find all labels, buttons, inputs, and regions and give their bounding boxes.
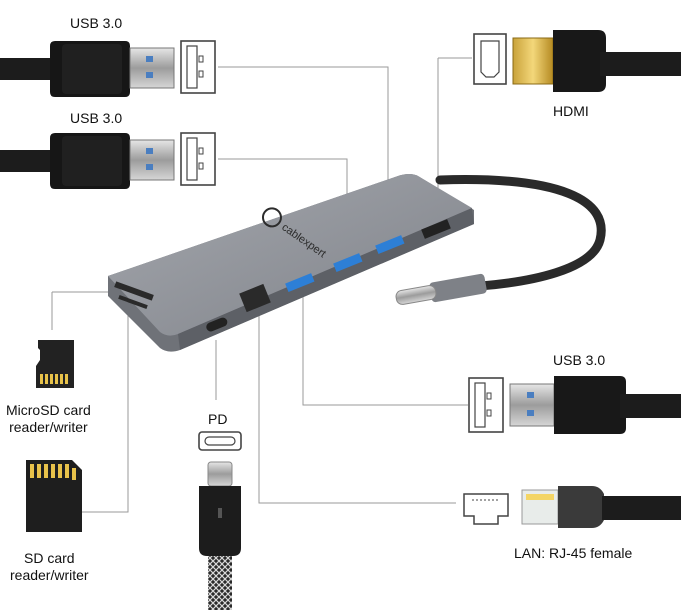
usb-a-plug-icon: [0, 133, 175, 189]
usb-c-port: [206, 317, 228, 332]
usb-a-plug-icon: [0, 41, 175, 97]
label-usb-right: USB 3.0: [553, 352, 606, 368]
label-microsd-line1: MicroSD card: [6, 402, 91, 418]
label-lan: LAN: RJ-45 female: [514, 545, 633, 561]
usb-a-port-icon: [180, 40, 216, 94]
rj45-port: [239, 283, 271, 313]
hub-cable: [435, 175, 606, 291]
usb-a-port-icon: [468, 377, 504, 433]
usb-a-plug-icon: [509, 376, 681, 434]
microsd-slot: [118, 294, 148, 310]
usb-port-3: [375, 235, 405, 254]
label-usb-top-2: USB 3.0: [70, 110, 123, 126]
label-usb-top-1: USB 3.0: [70, 15, 123, 31]
sd-slot: [114, 281, 154, 301]
label-sd-line2: reader/writer: [10, 567, 89, 583]
label-sd: SD card reader/writer: [10, 550, 89, 584]
usb-c-plug-icon: [199, 461, 241, 610]
label-sd-line1: SD card: [24, 550, 75, 566]
microsd-card-icon: [36, 340, 74, 388]
label-pd: PD: [208, 411, 228, 427]
usb-port-2: [333, 253, 363, 272]
label-hdmi: HDMI: [553, 103, 589, 119]
label-microsd-line2: reader/writer: [9, 419, 88, 435]
sd-card-icon: [26, 460, 82, 532]
rj45-port-icon: [463, 493, 509, 525]
rj45-plug-icon: [521, 486, 681, 528]
label-microsd: MicroSD card reader/writer: [6, 402, 91, 436]
hdmi-port: [421, 219, 451, 239]
hdmi-port-icon: [473, 33, 507, 85]
usb-port-1: [285, 273, 315, 292]
usb-c-port-icon: [198, 431, 242, 451]
hdmi-plug-icon: [512, 30, 681, 92]
usb-c-plug-icon: [395, 273, 487, 305]
usb-a-port-icon: [180, 132, 216, 186]
usb-c-hub: cablexpert: [108, 174, 474, 352]
